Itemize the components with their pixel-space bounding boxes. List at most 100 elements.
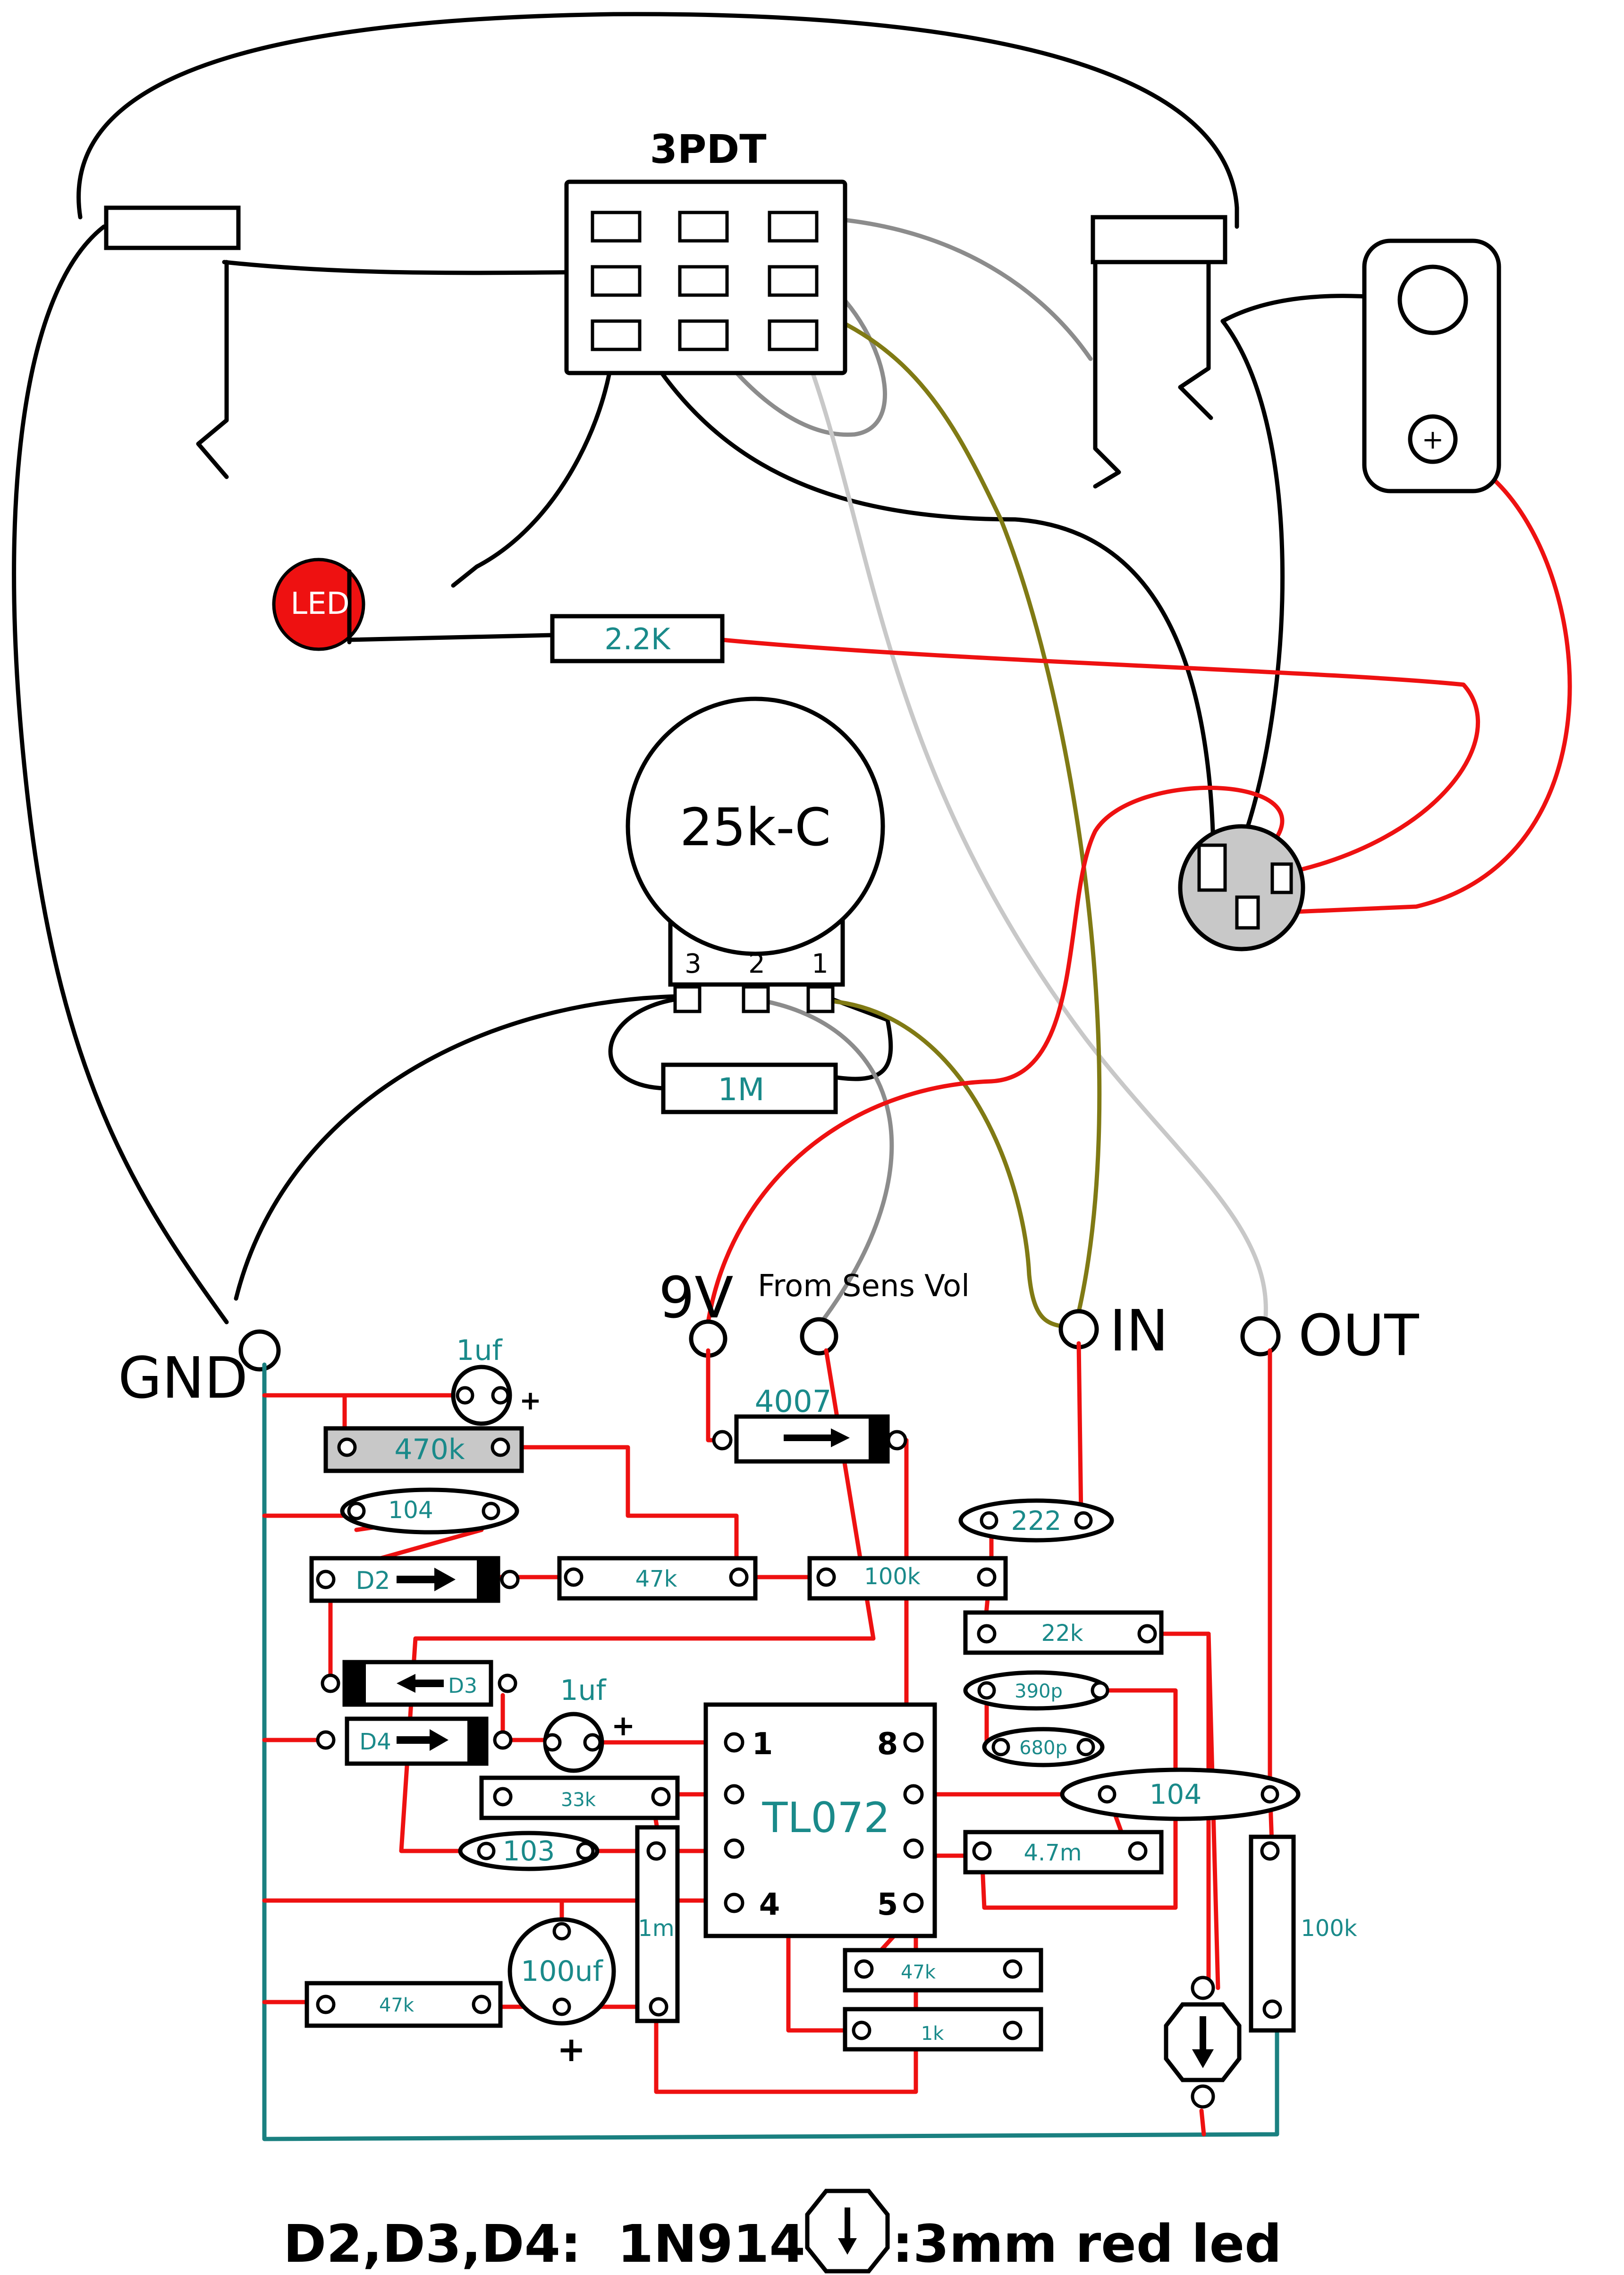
resistor-100k-top: 100k (807, 1556, 1008, 1601)
cap-small-label: 390p (1015, 1681, 1063, 1702)
wire-pot-to-gnd (234, 994, 682, 1301)
sens-terminal (800, 1317, 838, 1356)
wire-left-jack-to-gnd (12, 224, 229, 1324)
resistor-1m-vertical: 1m (635, 1825, 680, 2023)
cap-680p: 680p (982, 1727, 1105, 1767)
ic-label: TL072 (762, 1793, 890, 1842)
diode-4007-label: 4007 (755, 1384, 832, 1419)
out-label: OUT (1298, 1303, 1419, 1369)
wire-gray-switch-loop (706, 262, 887, 437)
resistor-47k-top-label: 47k (635, 1566, 677, 1592)
wire-lightgray-switch-to-out (795, 331, 1268, 1324)
pot-value: 25k-C (680, 797, 831, 857)
wire-1m-right (829, 996, 893, 1081)
cap-104-left: 104 (340, 1487, 519, 1535)
jack-plus: + (1422, 424, 1444, 455)
cap-103-label: 103 (503, 1835, 555, 1867)
cap-222-label: 222 (1011, 1506, 1062, 1536)
gnd-label: GND (118, 1346, 248, 1411)
board-led (1164, 1976, 1242, 2109)
cap-small: 390p (963, 1670, 1109, 1711)
pot-pin-2: 2 (748, 949, 765, 979)
wire-olive-pot-to-in (829, 999, 1079, 1329)
cap-1uf-mid-label: 1uf (560, 1674, 607, 1707)
9v-label: 9V (659, 1265, 733, 1331)
wire-switch-to-dc (611, 286, 1216, 848)
cap-100uf-plus: + (557, 2029, 585, 2069)
wire-gray-pot-to-sens (748, 996, 894, 1324)
cap-1uf-mid: 1uf + (543, 1674, 635, 1773)
diode-4007: 4007 (712, 1384, 907, 1464)
wire-red-out-to-dc (1249, 446, 1572, 916)
cap-1uf-top-label: 1uf (456, 1334, 503, 1367)
resistor-100k-right: 100k (1249, 1834, 1357, 2033)
resistor-1m: 1M (661, 1062, 838, 1114)
cap-1uf-mid-plus: + (611, 1709, 635, 1742)
pot-pin-3: 3 (685, 949, 702, 979)
cap-222: 222 (958, 1498, 1114, 1543)
ic-pin-5: 5 (877, 1887, 898, 1922)
cap-680p-label: 680p (1019, 1737, 1067, 1759)
dc-jack (1178, 824, 1305, 951)
resistor-470k-label: 470k (394, 1433, 465, 1466)
diode-d2: D2 (309, 1556, 520, 1603)
output-jack: + (1362, 238, 1501, 493)
sens-label: From Sens Vol (758, 1269, 970, 1304)
resistor-1m-vertical-label: 1m (638, 1915, 674, 1942)
resistor-100k-top-label: 100k (864, 1563, 921, 1590)
resistor-22k: 22k (963, 1610, 1164, 1655)
wire-led-to-2k2 (347, 633, 555, 642)
terminals: GND 9V From Sens Vol IN OUT (118, 1265, 1419, 1411)
cap-100uf-label: 100uf (521, 1955, 604, 1988)
resistor-47k-top: 47k (557, 1556, 758, 1601)
resistor-22k-label: 22k (1041, 1620, 1083, 1647)
pot-pin-1: 1 (812, 949, 829, 979)
legend-diodes: D2,D3,D4: 1N914 (283, 2214, 805, 2274)
cap-1uf-top: 1uf + (451, 1334, 541, 1426)
resistor-4m7: 4.7m (963, 1830, 1164, 1875)
right-jack (1091, 215, 1227, 489)
gnd-terminal (238, 1329, 281, 1372)
resistor-2k2: 2.2K (550, 614, 725, 663)
in-label: IN (1109, 1299, 1168, 1364)
wire-outjack-to-dc (1220, 319, 1285, 833)
resistor-47k-mid-label: 47k (901, 1961, 936, 1983)
resistor-47k-bottom-label: 47k (379, 1995, 414, 2016)
resistor-100k-right-label: 100k (1301, 1915, 1357, 1942)
wire-red-2k2-to-dc (720, 637, 1480, 876)
cap-103: 103 (458, 1831, 600, 1871)
wire-1m-loop (608, 996, 682, 1091)
cap-100uf: 100uf + (507, 1917, 616, 2069)
cap-104-left-label: 104 (388, 1496, 433, 1524)
resistor-33k-label: 33k (561, 1789, 596, 1811)
diode-d3: D3 (321, 1660, 517, 1707)
wire-olive-switch-to-in (701, 281, 1102, 1324)
resistor-1m-label: 1M (718, 1071, 765, 1108)
resistor-470k: 470k (323, 1426, 524, 1473)
cap-104-right: 104 (1060, 1767, 1301, 1821)
led-label: LED (290, 586, 349, 621)
legend-led-note: :3mm red led (892, 2214, 1282, 2274)
wire-gray-switch-jack (805, 215, 1093, 361)
out-terminal (1240, 1316, 1281, 1357)
left-jack (104, 205, 241, 479)
cap-104-right-label: 104 (1150, 1778, 1202, 1810)
status-led: LED (272, 558, 365, 651)
diode-d4-label: D4 (359, 1729, 391, 1755)
3pdt-switch[interactable] (564, 179, 847, 375)
potentiometer[interactable]: 25k-C 3 2 1 (626, 696, 885, 1013)
ic-pin-1: 1 (752, 1727, 773, 1762)
diode-d2-label: D2 (355, 1567, 390, 1595)
diode-d3-label: D3 (448, 1674, 477, 1698)
switch-title: 3PDT (650, 126, 766, 172)
resistor-47k-mid: 47k (843, 1948, 1043, 1993)
resistor-1k: 1k (843, 2007, 1043, 2052)
ic-tl072: TL072 1 8 4 5 (703, 1702, 937, 1938)
resistor-1k-label: 1k (921, 2023, 944, 2045)
ic-pin-8: 8 (877, 1727, 898, 1762)
ic-pin-4: 4 (759, 1887, 780, 1922)
cap-1uf-top-plus: + (519, 1385, 541, 1416)
offboard-wires (12, 12, 1572, 1329)
diode-d4: D4 (316, 1716, 513, 1766)
